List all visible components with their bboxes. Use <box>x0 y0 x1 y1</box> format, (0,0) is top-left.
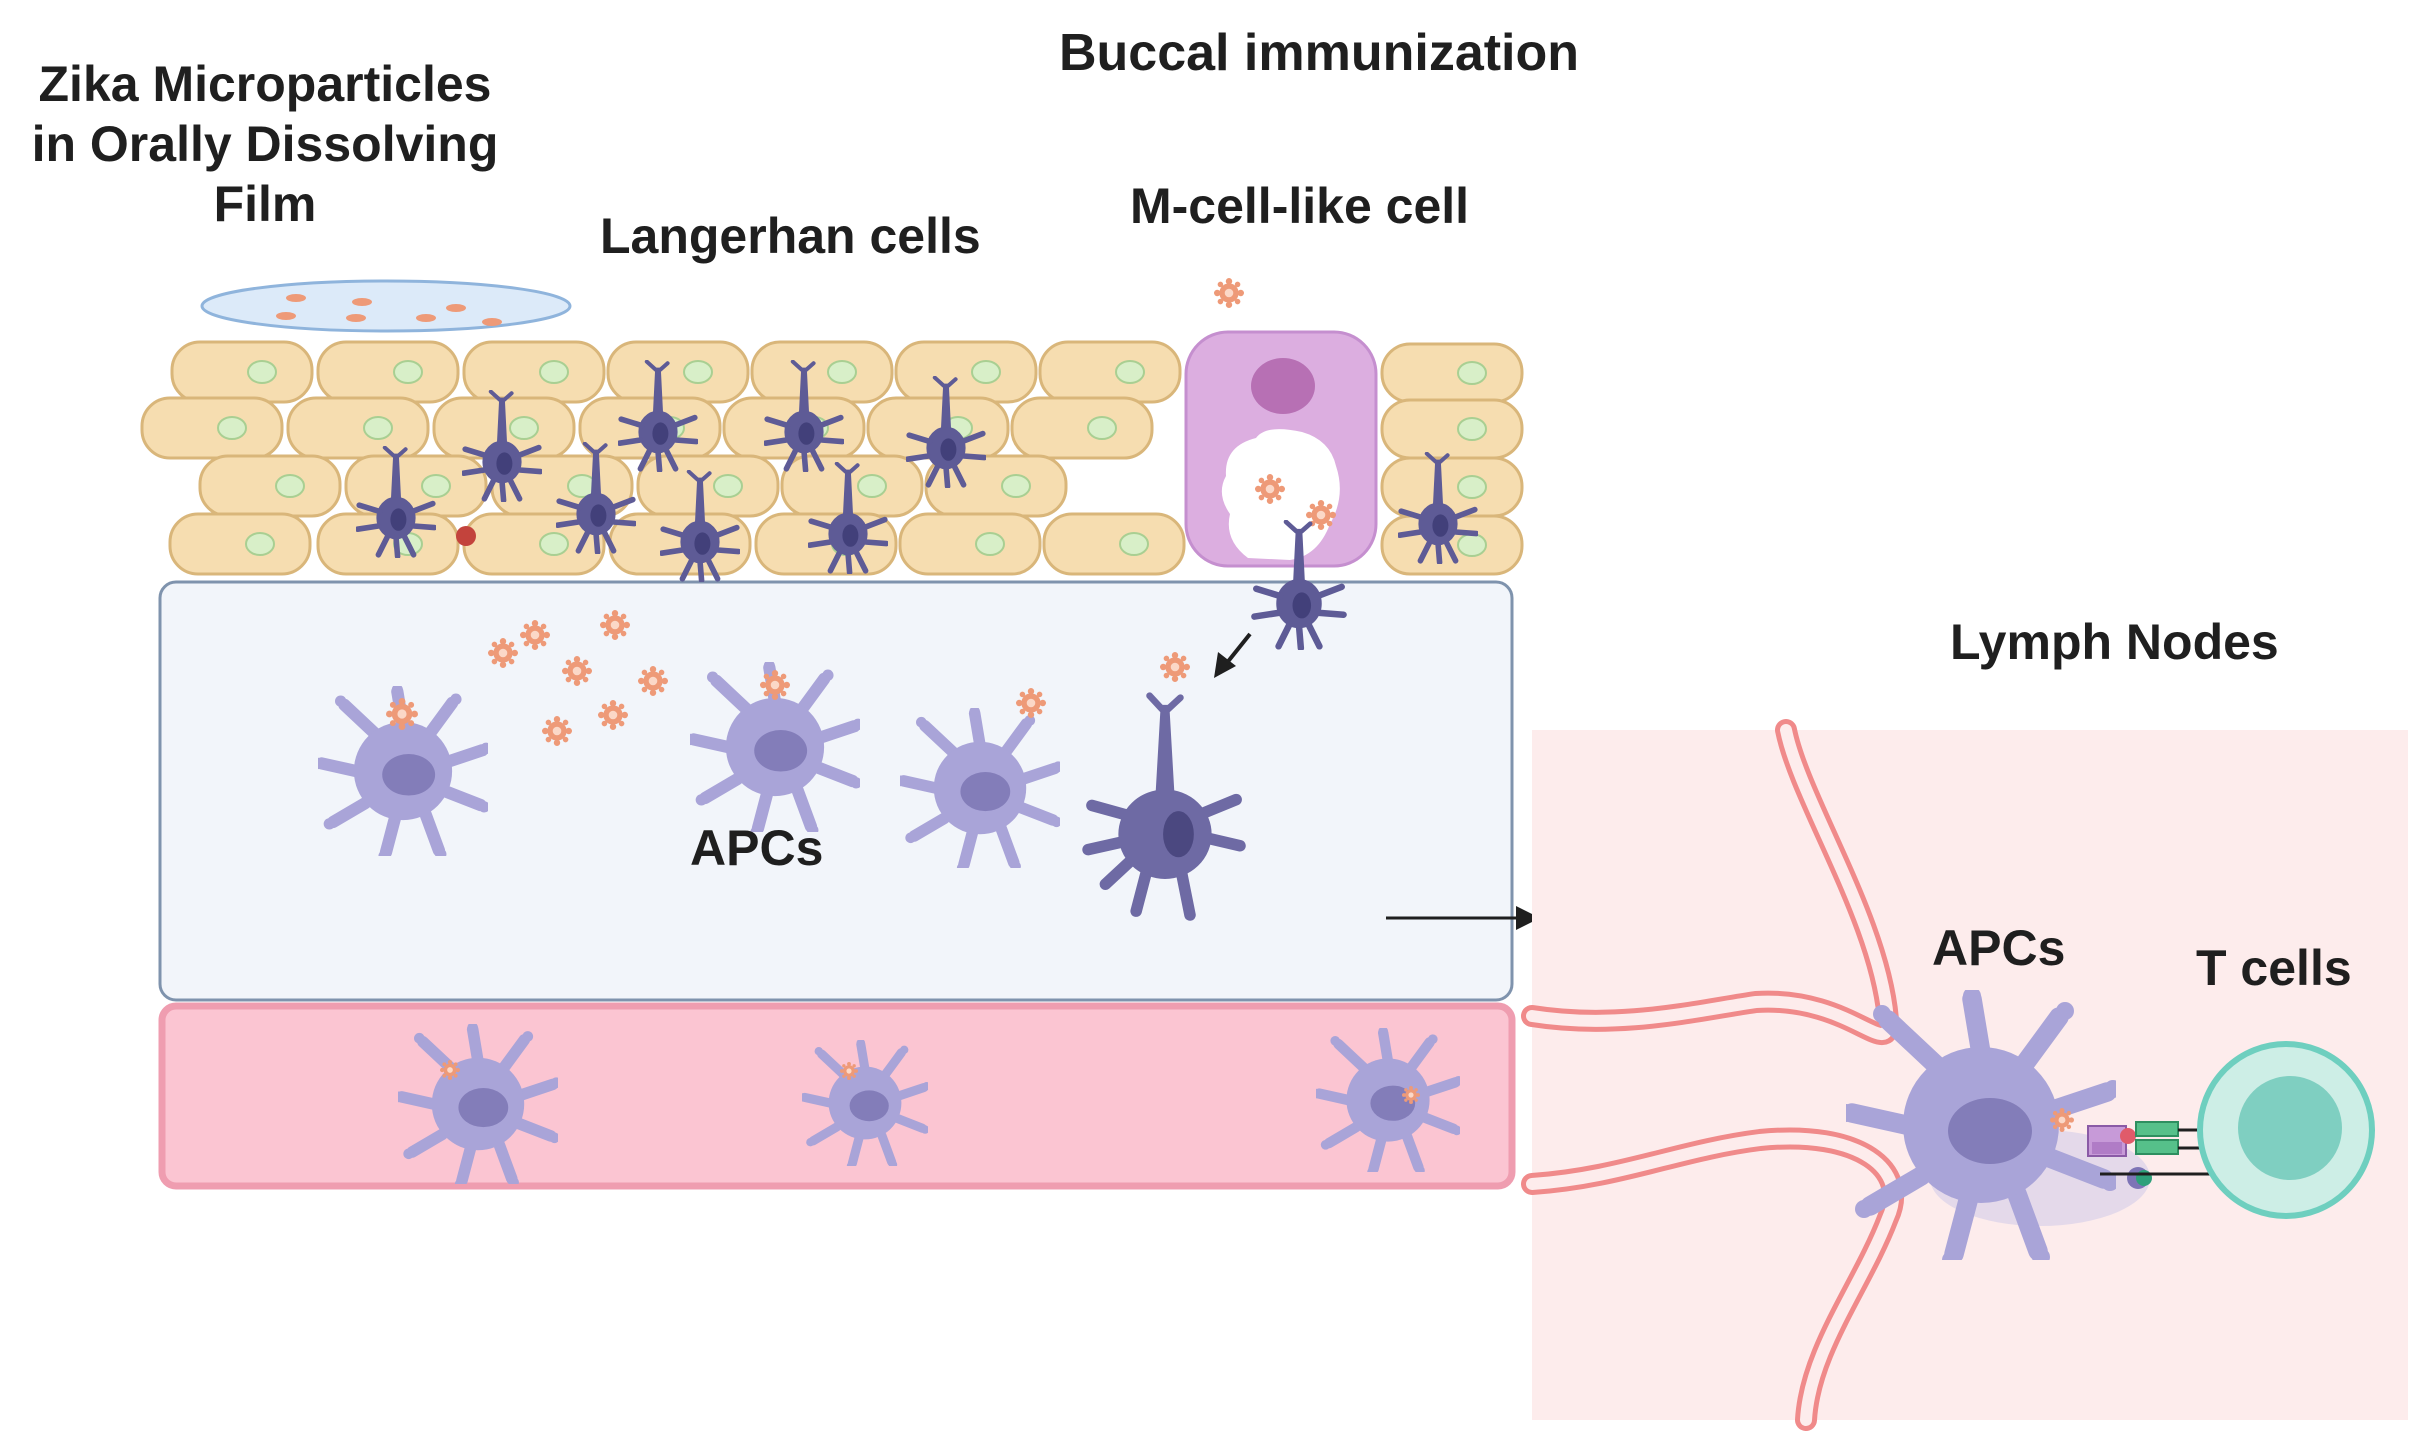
cell-nucleus <box>827 360 857 384</box>
cell-nucleus <box>1001 474 1031 498</box>
antigen-presentation <box>1837 987 2375 1269</box>
apcs-tissue-label: APCs <box>690 820 824 876</box>
diagram-title: Buccal immunization <box>1058 24 1580 82</box>
cell-nucleus <box>1457 417 1487 441</box>
cell-nucleus <box>713 474 743 498</box>
marker-dot <box>456 526 476 546</box>
orally-dissolving-film <box>200 279 572 333</box>
cell-nucleus <box>393 360 423 384</box>
film-label-line: Film <box>213 176 317 232</box>
cell-nucleus <box>539 532 569 556</box>
epithelial-cell <box>170 340 314 404</box>
cell-nucleus <box>857 474 887 498</box>
cell-nucleus <box>1119 532 1149 556</box>
cell-nucleus <box>1457 361 1487 385</box>
apcs-node-label: APCs <box>1932 920 2066 976</box>
arrows <box>1214 632 1540 930</box>
epithelial-cell <box>1042 512 1186 576</box>
cell-nucleus <box>509 416 539 440</box>
epithelial-cell <box>286 396 430 460</box>
epithelial-cell <box>898 512 1042 576</box>
m-cell-like-cell <box>1184 330 1378 568</box>
film-label-line: Zika Microparticles <box>38 56 492 112</box>
epithelial-cell <box>168 512 312 576</box>
cell-nucleus <box>539 360 569 384</box>
cell-nucleus <box>363 416 393 440</box>
cell-nucleus <box>247 360 277 384</box>
epithelial-cell <box>750 340 894 404</box>
epithelial-cell <box>1010 396 1154 460</box>
t-cells-label: T cells <box>2196 940 2352 996</box>
epithelial-cell <box>316 340 460 404</box>
epithelial-cell <box>1038 340 1182 404</box>
cell-nucleus <box>217 416 247 440</box>
cell-nucleus <box>971 360 1001 384</box>
epithelial-cell <box>894 340 1038 404</box>
cell-nucleus <box>275 474 305 498</box>
lamina-propria <box>158 580 1514 1002</box>
cell-nucleus <box>1457 533 1487 557</box>
cell-nucleus <box>975 532 1005 556</box>
cell-nucleus <box>245 532 275 556</box>
film-label: Zika Microparticles in Orally Dissolving… <box>10 54 520 234</box>
film-label-line: in Orally Dissolving <box>31 116 499 172</box>
epithelial-cell <box>1380 456 1524 518</box>
cell-nucleus <box>1115 360 1145 384</box>
langerhan-cells-label: Langerhan cells <box>600 208 981 264</box>
epithelial-cell <box>1380 398 1524 460</box>
cell-nucleus <box>421 474 451 498</box>
m-cell-label: M-cell-like cell <box>1130 178 1470 234</box>
virus-particle-icon <box>1214 278 1244 308</box>
epithelial-cell <box>140 396 284 460</box>
cell-nucleus <box>1457 475 1487 499</box>
cell-nucleus <box>1087 416 1117 440</box>
cell-nucleus <box>683 360 713 384</box>
lymph-nodes-label: Lymph Nodes <box>1950 614 2279 670</box>
epithelial-cell <box>606 340 750 404</box>
epithelial-cell <box>462 340 606 404</box>
epithelial-cell <box>198 454 342 518</box>
epithelial-cell <box>1380 342 1524 404</box>
